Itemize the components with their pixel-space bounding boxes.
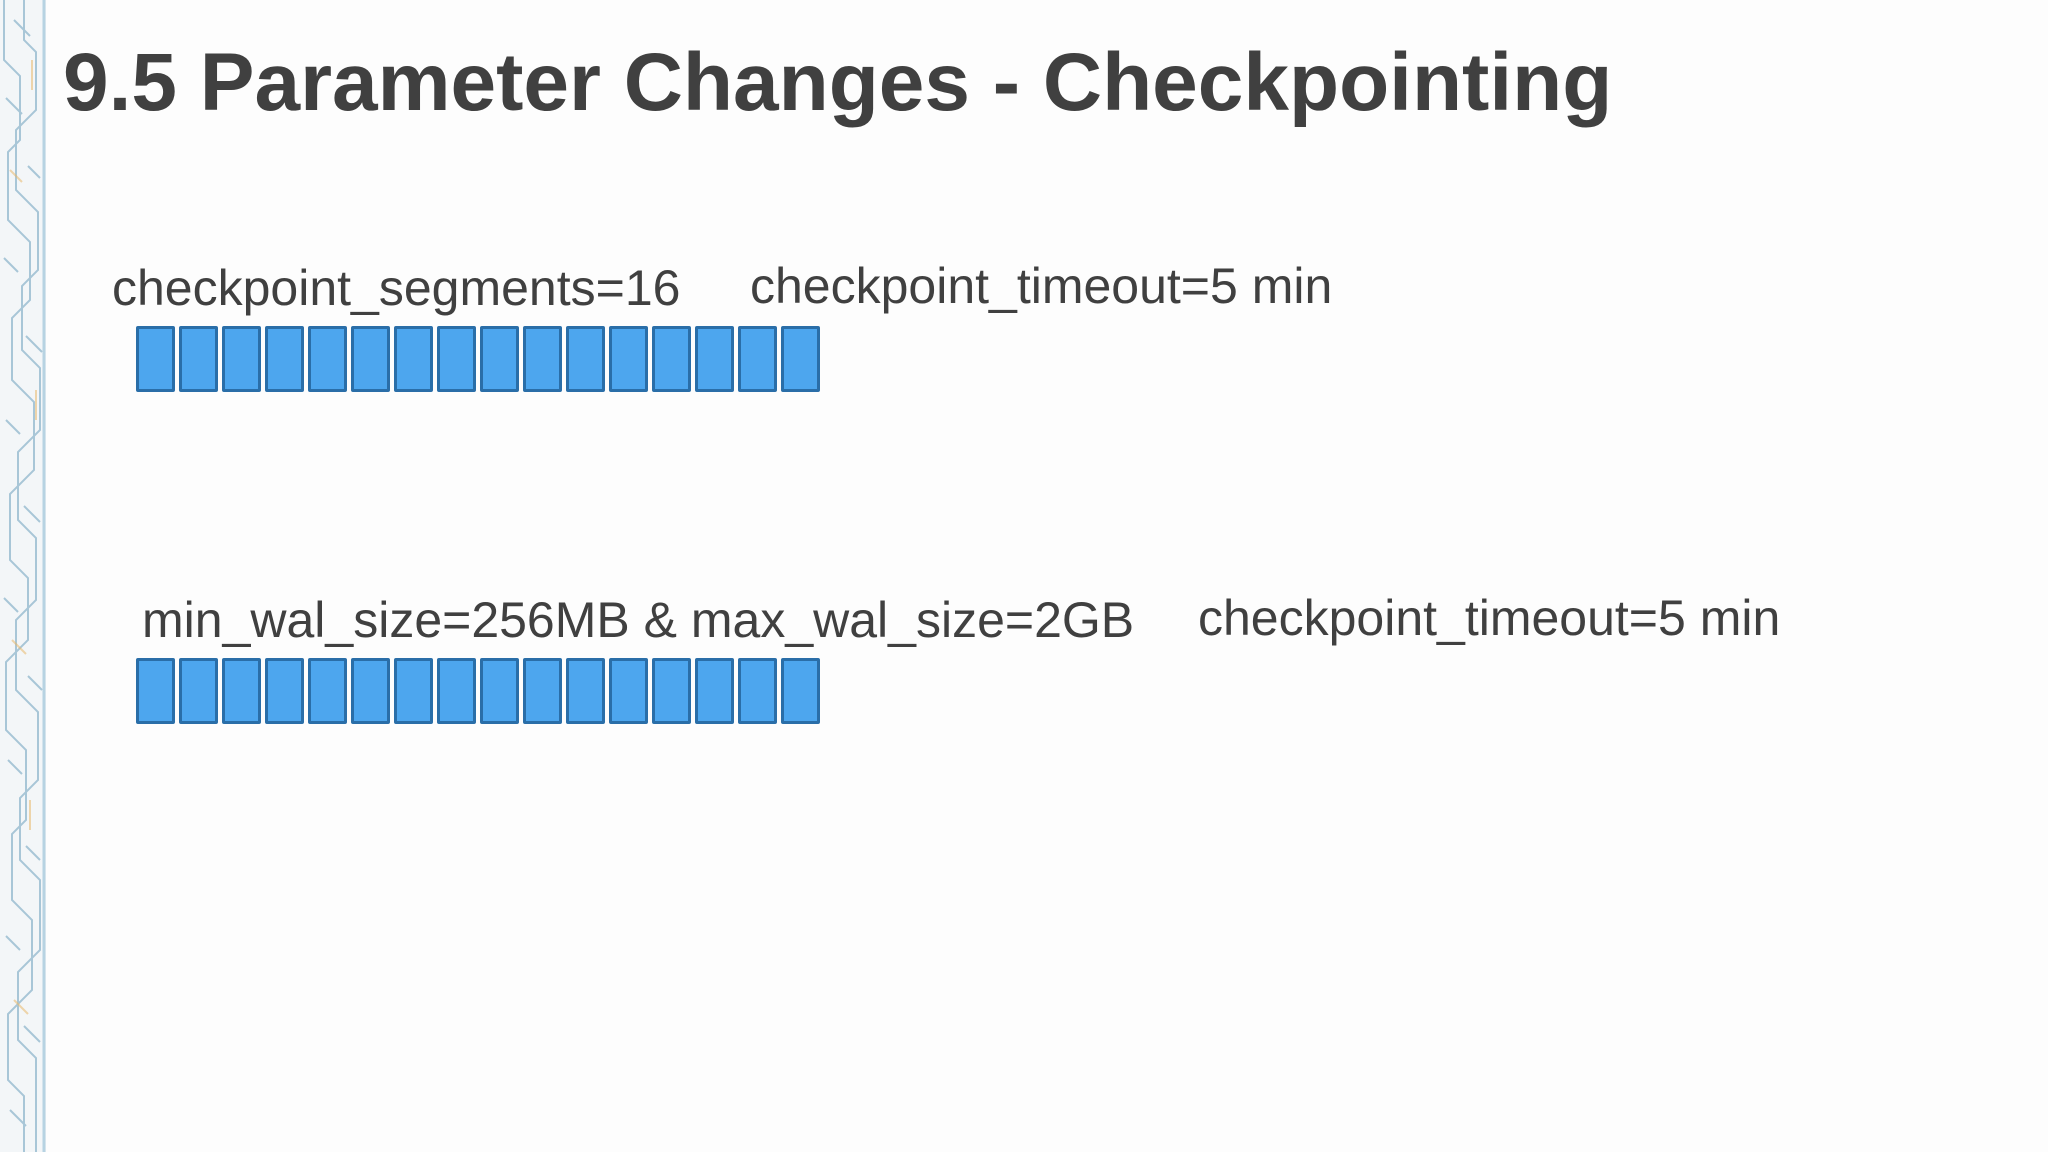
wal-segment-block xyxy=(609,326,648,392)
wal-segment-block xyxy=(437,658,476,724)
side-decoration xyxy=(0,0,46,1152)
wal-segment-block xyxy=(695,326,734,392)
checkpoint-timeout-label-old: checkpoint_timeout=5 min xyxy=(750,258,1333,314)
wal-segment-block xyxy=(351,658,390,724)
wal-segment-block xyxy=(179,326,218,392)
wal-segment-block xyxy=(609,658,648,724)
old-wal-segment-bar xyxy=(136,326,820,392)
wal-segment-block xyxy=(566,658,605,724)
wal-segment-block xyxy=(480,326,519,392)
wal-segment-block xyxy=(523,326,562,392)
wal-segment-block xyxy=(738,658,777,724)
wal-segment-block xyxy=(781,658,820,724)
wal-segment-block xyxy=(652,658,691,724)
wal-segment-block xyxy=(437,326,476,392)
wal-segment-block xyxy=(136,326,175,392)
circuit-pattern-graphic xyxy=(0,0,46,1152)
wal-segment-block xyxy=(265,326,304,392)
wal-segment-block xyxy=(738,326,777,392)
wal-segment-block xyxy=(351,326,390,392)
wal-segment-block xyxy=(652,326,691,392)
wal-segment-block xyxy=(222,658,261,724)
wal-segment-block xyxy=(394,326,433,392)
wal-segment-block xyxy=(308,658,347,724)
wal-segment-block xyxy=(566,326,605,392)
wal-segment-block xyxy=(308,326,347,392)
checkpoint-segments-label: checkpoint_segments=16 xyxy=(112,260,681,316)
wal-segment-block xyxy=(222,326,261,392)
wal-segment-block xyxy=(695,658,734,724)
wal-size-label: min_wal_size=256MB & max_wal_size=2GB xyxy=(142,592,1135,648)
wal-segment-block xyxy=(781,326,820,392)
checkpoint-timeout-label-new: checkpoint_timeout=5 min xyxy=(1198,590,1781,646)
wal-segment-block xyxy=(179,658,218,724)
wal-segment-block xyxy=(480,658,519,724)
wal-segment-block xyxy=(523,658,562,724)
wal-segment-block xyxy=(394,658,433,724)
slide-title: 9.5 Parameter Changes - Checkpointing xyxy=(63,37,1613,128)
wal-segment-block xyxy=(265,658,304,724)
wal-segment-block xyxy=(136,658,175,724)
new-wal-segment-bar xyxy=(136,658,820,724)
